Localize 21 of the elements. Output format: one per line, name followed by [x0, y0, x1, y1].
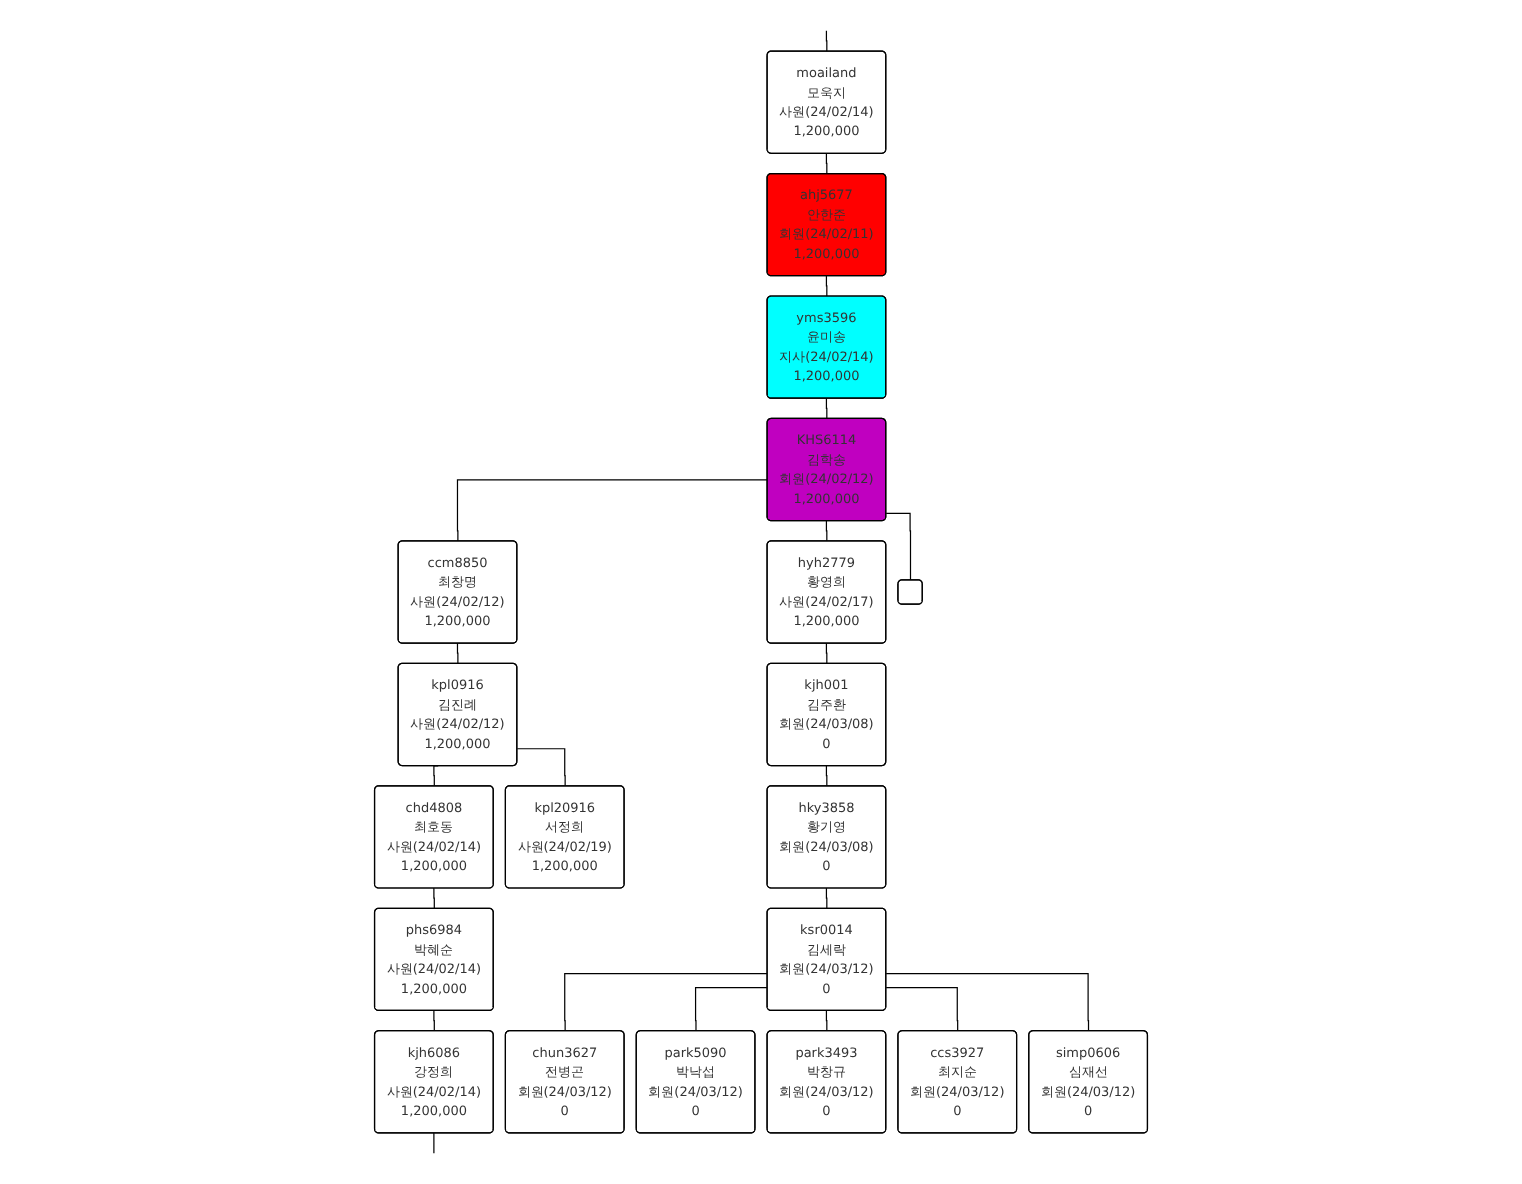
connector	[456, 642, 459, 665]
connector	[433, 887, 435, 910]
connector	[456, 479, 769, 542]
connector	[825, 520, 828, 542]
connector	[433, 1132, 435, 1154]
connector	[825, 30, 828, 53]
connector	[825, 153, 828, 175]
connector	[825, 887, 828, 910]
connector	[825, 642, 828, 665]
connector	[433, 1010, 435, 1032]
connector	[825, 1010, 828, 1032]
connector	[885, 973, 1090, 1032]
connector	[825, 765, 828, 787]
connector	[885, 512, 912, 581]
connector	[564, 973, 769, 1032]
connector	[516, 748, 566, 787]
connector	[694, 986, 769, 1032]
connector	[825, 275, 828, 298]
connector	[825, 397, 828, 420]
connector	[885, 986, 959, 1032]
connector	[433, 765, 439, 787]
